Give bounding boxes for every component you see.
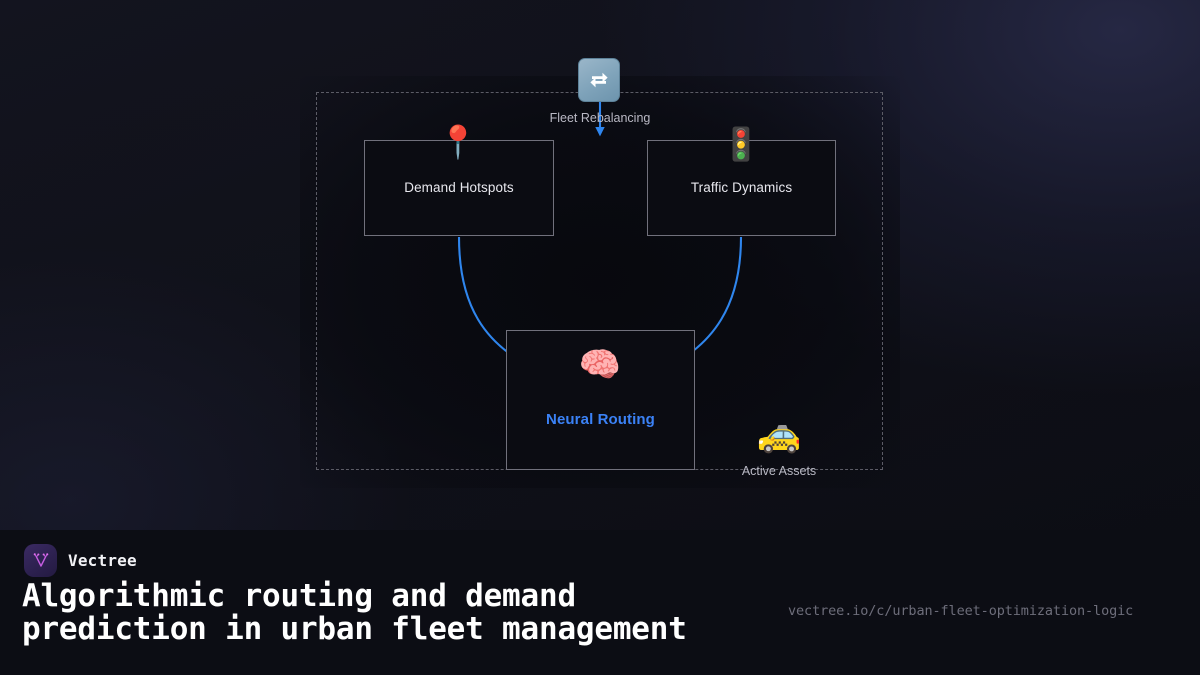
page-title-line-2: prediction in urban fleet management: [22, 611, 687, 647]
taxi-icon: 🚕: [756, 413, 802, 454]
node-demand-hotspots[interactable]: Demand Hotspots: [364, 140, 554, 236]
node-traffic-dynamics-label: Traffic Dynamics: [690, 179, 793, 195]
brain-icon: 🧠: [578, 346, 622, 384]
swap-arrows-icon[interactable]: [578, 58, 620, 102]
footer-bar: Vectree Algorithmic routing and demand p…: [0, 530, 1200, 675]
node-neural-routing[interactable]: Neural Routing: [506, 330, 695, 470]
node-traffic-dynamics[interactable]: Traffic Dynamics: [647, 140, 836, 236]
page-title-line-1: Algorithmic routing and demand: [22, 578, 576, 614]
diagram-canvas: Demand Hotspots Traffic Dynamics Neural …: [0, 0, 1200, 530]
map-pin-icon: 📍: [438, 124, 478, 160]
node-neural-routing-label: Neural Routing: [546, 411, 655, 428]
caption-active-assets: Active Assets: [741, 464, 817, 478]
page-title: Algorithmic routing and demand predictio…: [22, 580, 1200, 646]
caption-fleet-rebalancing: Fleet Rebalancing: [549, 111, 651, 125]
traffic-light-icon: 🚦: [721, 126, 761, 162]
brand-name: Vectree: [68, 551, 137, 570]
node-demand-hotspots-label: Demand Hotspots: [404, 179, 514, 195]
brand-row: Vectree: [24, 544, 137, 577]
vectree-logo-icon: [24, 544, 57, 577]
page-url: vectree.io/c/urban-fleet-optimization-lo…: [788, 603, 1134, 619]
